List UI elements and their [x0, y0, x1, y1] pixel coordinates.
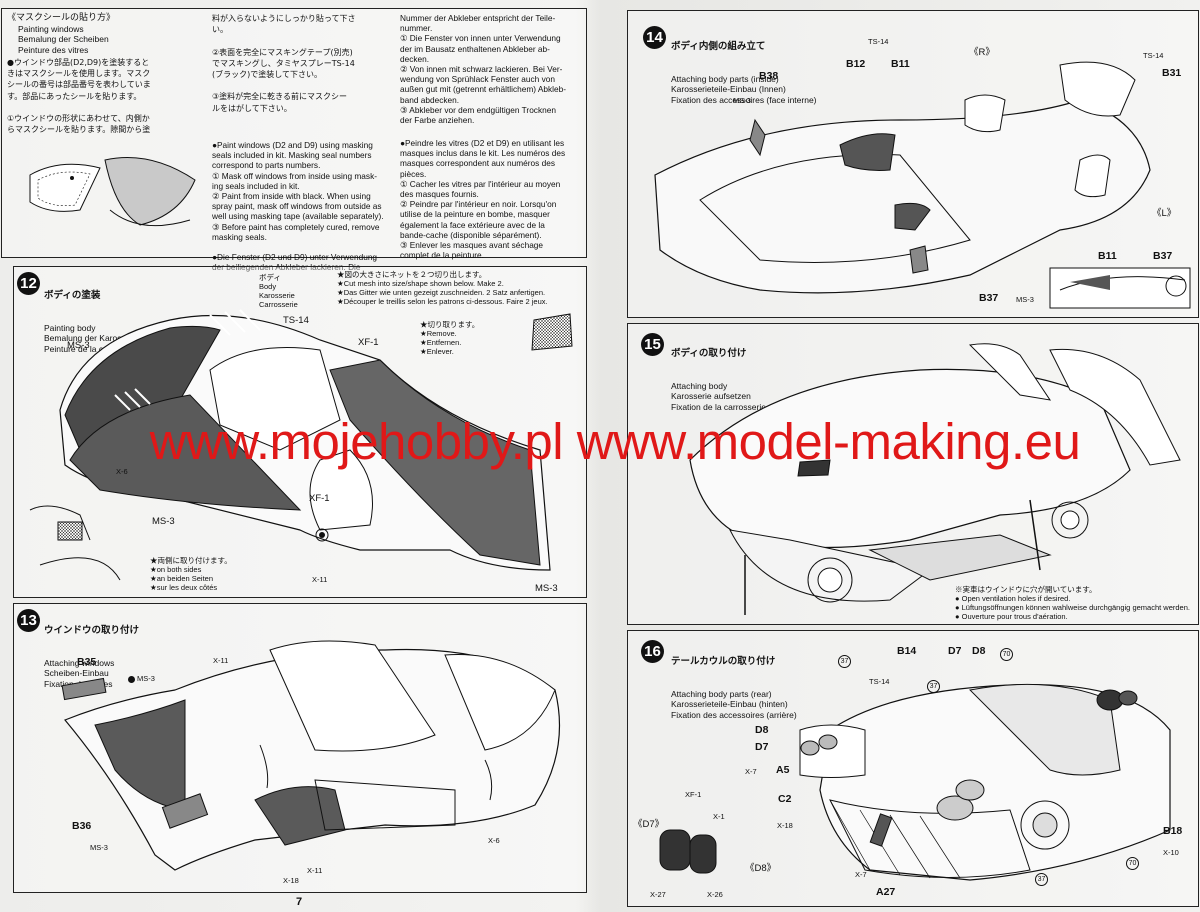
step13-label-x6: X-6 [488, 836, 500, 845]
step12-label-xf1-b: XF-1 [309, 493, 330, 504]
step14-title: ボディ内側の組み立て Attaching body parts (inside)… [671, 21, 817, 126]
step14-label-b37-a: B37 [1153, 250, 1173, 262]
mask-col3-fr: ●Peindre les vitres (D2 et D9) en utilis… [400, 138, 566, 261]
tail-cowl-illustration [659, 683, 1171, 881]
step16-label-37-b: 37 [927, 680, 940, 693]
step14-title-jp: ボディ内側の組み立て [671, 41, 766, 52]
step13-label-b36: B36 [72, 820, 92, 832]
windows-attach-illustration [61, 640, 561, 871]
step16-label-b18: B18 [1163, 825, 1183, 837]
mask-title-jp: 《マスクシールの貼り方》 [7, 13, 116, 23]
step16-label-x7-b: X-7 [855, 870, 867, 879]
step16-label-70-b: 70 [1126, 857, 1139, 870]
step16-label-d7-b: D7 [755, 741, 769, 753]
step16-number: 16 [641, 640, 664, 663]
step13-label-ms3-a: MS-3 [128, 674, 155, 683]
step12-number: 12 [17, 272, 40, 295]
step16-label-x1: X-1 [713, 812, 725, 821]
mask-title-en: Painting windows Bemalung der Scheiben P… [18, 24, 109, 55]
body-painting-illustration [29, 309, 551, 581]
mask-col1-jp: ●ウインドウ部品(D2,D9)を塗装すると きはマスクシールを使用します。マスク… [7, 58, 151, 135]
step15-vent-note: ※実車はウインドウに穴が開いています。 ● Open ventilation h… [955, 585, 1190, 621]
step16-label-xf1: XF-1 [685, 790, 702, 799]
mask-col2-jp: 料が入らないようにしっかり貼って下さ い。 ②表面を完全にマスキングテープ(別売… [212, 14, 356, 113]
step14-label-ms3-b: MS-3 [1016, 295, 1034, 304]
mask-section-box [1, 8, 587, 258]
step12-body-label: ボディ Body Karosserie Carrosserie [259, 273, 298, 309]
step14-label-ms3-a: MS-3 [733, 96, 751, 105]
step16-label-d8-alt: 《D8》 [745, 863, 777, 874]
mask-col2-en: ●Paint windows (D2 and D9) using masking… [212, 140, 384, 273]
step13-title-jp: ウインドウの取り付け [44, 625, 140, 636]
step16-label-a5: A5 [776, 764, 790, 776]
step16-label-x27: X-27 [650, 890, 666, 899]
mask-col3-de: Nummer der Abkleber entspricht der Teile… [400, 13, 567, 126]
mesh-pattern [531, 313, 573, 351]
step16-label-37-c: 37 [1035, 873, 1048, 886]
step16-label-b14: B14 [897, 645, 917, 657]
step16-label-x18: X-18 [777, 821, 793, 830]
step14-label-b37-b: B37 [979, 292, 999, 304]
body-attach-illustration [689, 343, 1181, 615]
step14-label-b31: B31 [1162, 67, 1182, 79]
step16-label-d7-alt: 《D7》 [633, 819, 665, 830]
step12-both-sides-note: ★両側に取り付けます。 ★on both sides ★an beiden Se… [150, 556, 232, 592]
step13-label-x18: X-18 [283, 876, 299, 885]
step12-title-jp: ボディの塗装 [44, 290, 101, 301]
step16-label-x10: X-10 [1163, 848, 1179, 857]
step13-number: 13 [17, 609, 40, 632]
step12-label-ms3-a: MS-3 [67, 340, 90, 351]
window-mask-illustration [29, 157, 196, 227]
step12-label-x6: X-6 [116, 467, 128, 476]
step14-label-b12: B12 [846, 58, 866, 70]
body-inside-illustration [654, 61, 1191, 309]
step12-label-ms3-b: MS-3 [152, 516, 175, 527]
step12-label-xf1-a: XF-1 [358, 337, 379, 348]
step14-label-r: 《R》 [969, 47, 995, 58]
step14-label-l: 《L》 [1152, 208, 1177, 219]
step16-title-en: Attaching body parts (rear) Karosseriete… [671, 688, 797, 720]
step14-number: 14 [643, 26, 666, 49]
step16-label-a27: A27 [876, 886, 896, 898]
step16-label-37-a: 37 [838, 655, 851, 668]
step15-title-en: Attaching body Karosserie aufsetzen Fixa… [671, 380, 766, 412]
step13-label-b35: B35 [77, 656, 97, 668]
step14-label-ts14-b: TS-14 [1143, 51, 1164, 60]
step16-label-d8-a: D8 [972, 645, 986, 657]
step14-label-b38: B38 [759, 70, 779, 82]
page-number: 7 [296, 896, 303, 908]
step12-label-ts14: TS-14 [283, 315, 309, 326]
step14-label-ts14-a: TS-14 [868, 37, 889, 46]
step16-title-jp: テールカウルの取り付け [671, 656, 776, 667]
step16-label-d7-a: D7 [948, 645, 962, 657]
step16-title: テールカウルの取り付け Attaching body parts (rear) … [671, 636, 797, 741]
step12-label-ms3-c: MS-3 [535, 583, 558, 594]
step13-label-x11-a: X-11 [213, 656, 229, 665]
step16-label-70-a: 70 [1000, 648, 1013, 661]
step13-label-ms3-b: MS-3 [90, 843, 108, 852]
step16-label-ts14: TS-14 [869, 677, 890, 686]
step16-label-x7-a: X-7 [745, 767, 757, 776]
step12-cut-note: ★切り取ります。 ★Remove. ★Entfernen. ★Enlever. [420, 320, 480, 356]
step15-number: 15 [641, 333, 664, 356]
step14-title-en: Attaching body parts (inside) Karosserie… [671, 73, 817, 105]
step15-title-jp: ボディの取り付け [671, 348, 747, 359]
step16-label-c2: C2 [778, 793, 792, 805]
step16-label-x26: X-26 [707, 890, 723, 899]
step15-title: ボディの取り付け Attaching body Karosserie aufse… [671, 328, 766, 433]
step12-mesh-note: ★図の大きさにネットを２つ切り出します。 ★Cut mesh into size… [337, 270, 548, 306]
step14-label-b11-a: B11 [891, 58, 910, 70]
step14-label-b11-b: B11 [1098, 250, 1117, 262]
step12-label-x11: X-11 [312, 575, 328, 584]
step16-label-d8-b: D8 [755, 724, 769, 736]
step13-label-x11-b: X-11 [307, 866, 323, 875]
watermark-text: www.mojehobby.pl www.model-making.eu [149, 413, 1081, 470]
